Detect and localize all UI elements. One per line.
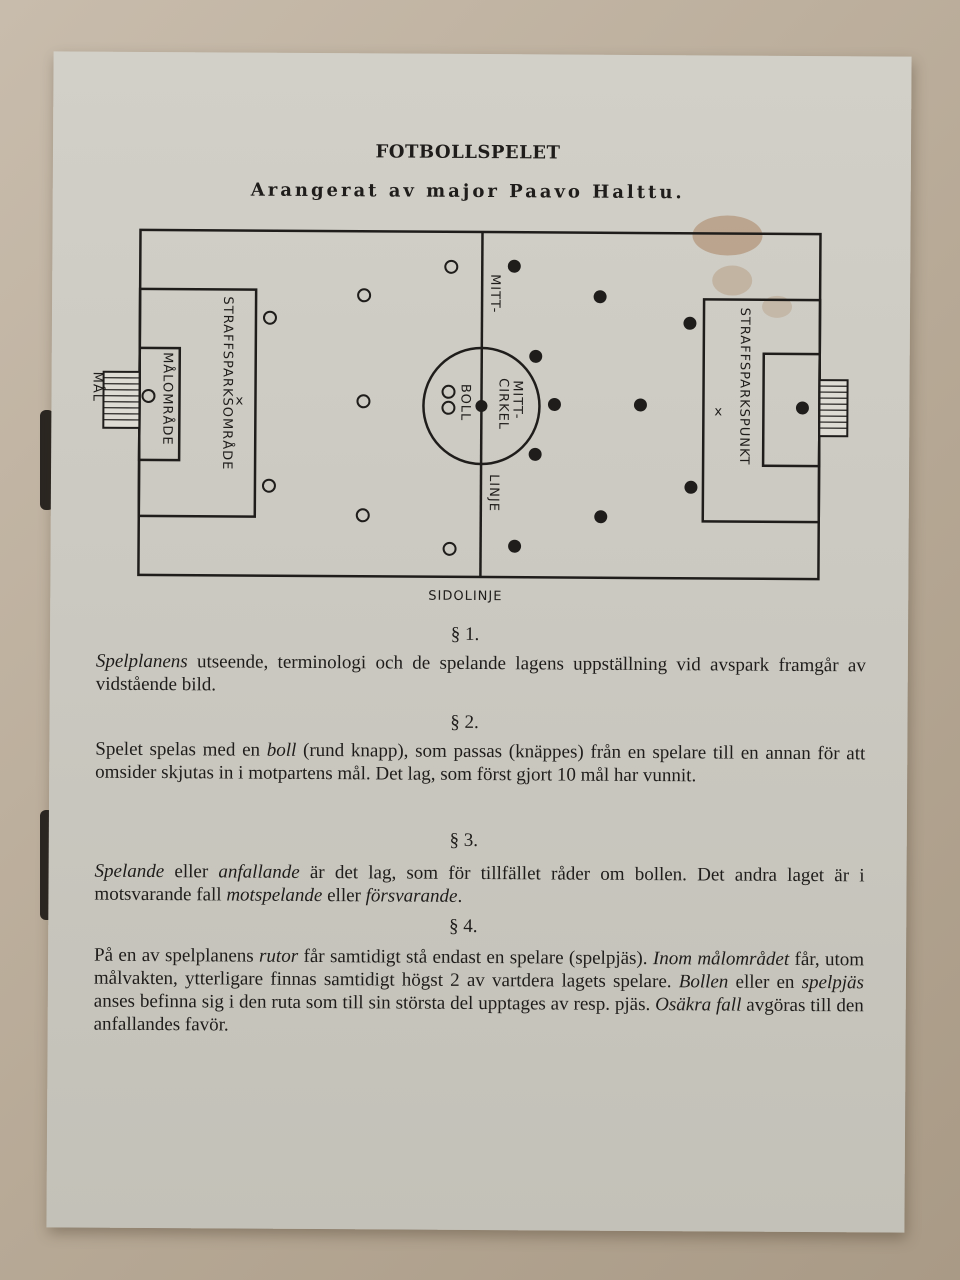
paragraph-text: eller en <box>728 971 802 993</box>
player-open <box>441 384 456 399</box>
italic-term: försvarande <box>365 885 458 907</box>
label-mittcirkel-2: CIRKEL <box>495 378 510 430</box>
player-filled <box>528 447 542 461</box>
section-heading: § 2. <box>450 711 479 733</box>
page-title: FOTBOLLSPELET <box>375 141 561 164</box>
player-filled <box>508 539 522 553</box>
player-open <box>262 310 277 325</box>
paragraph-text: På en av spelplanens <box>94 944 260 967</box>
left-team-players <box>141 259 459 556</box>
player-open <box>357 288 372 303</box>
section-paragraph: På en av spelplanens rutor får samtidigt… <box>94 944 865 1041</box>
paragraph-text: anses befinna sig i den ruta som till si… <box>93 990 656 1016</box>
page-subtitle: Arangerat av major Paavo Halttu. <box>250 179 685 204</box>
player-open <box>444 259 459 274</box>
ball <box>475 400 488 413</box>
label-straffsparkspunkt: STRAFFSPARKSPUNKT <box>736 308 752 466</box>
player-open <box>442 541 457 556</box>
label-mal: MÅL <box>89 372 105 402</box>
italic-term: boll <box>266 739 297 761</box>
player-open <box>141 388 156 403</box>
player-open <box>261 478 276 493</box>
right-team-players <box>507 259 809 553</box>
paragraph-text: utseende, terminologi och de spelande la… <box>95 651 866 696</box>
italic-term: motspelande <box>226 884 323 907</box>
italic-term: Inom målområdet <box>652 948 790 970</box>
player-open <box>441 400 456 415</box>
italic-term: Spelplanens <box>95 650 188 673</box>
italic-term: rutor <box>259 945 299 967</box>
player-filled <box>633 398 647 412</box>
player-filled <box>507 259 521 273</box>
label-straffsparksomrade: STRAFFSPARKSOMRÅDE <box>219 296 236 470</box>
player-open <box>356 394 371 409</box>
italic-term: Osäkra fall <box>655 994 742 1016</box>
section-heading: § 4. <box>448 915 478 937</box>
section-paragraph: Spelplanens utseende, terminologi och de… <box>96 650 866 701</box>
player-filled <box>547 397 561 411</box>
paragraph-text: eller <box>322 885 366 907</box>
player-filled <box>684 480 698 494</box>
section-paragraph: Spelet spelas med en boll (rund knapp), … <box>95 738 865 789</box>
paragraph-text: Spelet spelas med en <box>95 738 267 761</box>
center-circle <box>422 346 541 466</box>
player-filled <box>594 510 608 524</box>
player-filled <box>683 316 697 330</box>
italic-term: Bollen <box>678 971 729 993</box>
section-heading: § 1. <box>450 623 480 646</box>
section-paragraph: Spelande eller anfallande är det lag, so… <box>94 860 864 911</box>
italic-term: spelpjäs <box>801 971 864 994</box>
football-field-diagram: x x MÅL MÅLOMRÅDE STRAFFSPARKSOMRÅDE MIT… <box>89 228 849 604</box>
label-mittcirkel-1: MITT- <box>509 380 524 419</box>
player-open <box>355 508 370 523</box>
label-boll: BOLL <box>457 384 472 422</box>
player-filled <box>593 290 607 304</box>
right-penalty-mark: x <box>714 404 723 419</box>
player-filled <box>795 401 809 415</box>
left-penalty-mark: x <box>235 394 244 409</box>
label-mitt-linje-bottom: LINJE <box>486 474 501 512</box>
label-mitt-linje-top: MITT- <box>487 274 502 313</box>
paragraph-text: får samtidigt stå endast en spelare (spe… <box>298 945 653 970</box>
right-goal-area <box>761 352 822 468</box>
booklet-page: FOTBOLLSPELET Arangerat av major Paavo H… <box>46 51 912 1233</box>
paragraph-text: . <box>457 885 463 907</box>
label-malomrade: MÅLOMRÅDE <box>159 352 176 446</box>
right-goal-net <box>818 379 849 438</box>
player-filled <box>529 349 543 363</box>
italic-term: Spelande <box>94 860 165 883</box>
left-goal-net <box>102 370 141 429</box>
section-heading: § 3. <box>449 829 479 851</box>
italic-term: anfallande <box>218 861 300 883</box>
label-sidolinje: SIDOLINJE <box>428 589 502 604</box>
paragraph-text: eller <box>164 861 219 883</box>
